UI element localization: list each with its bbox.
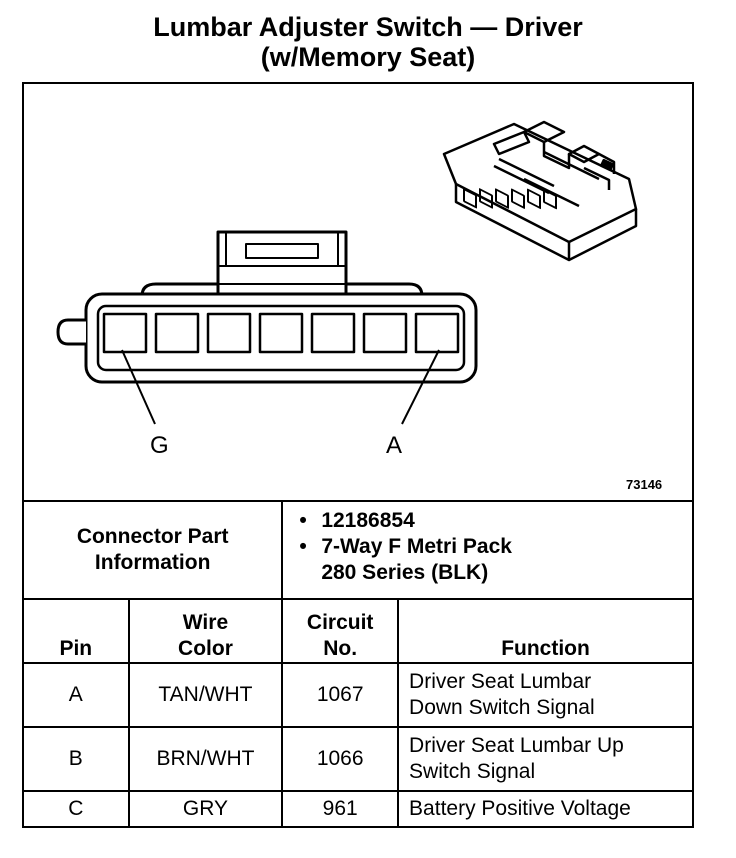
function-line2: Down Switch Signal [409,696,595,719]
connector-part-label-line1: Connector Part [76,525,229,548]
function-cell: Driver Seat Lumbar Up Switch Signal [397,726,694,792]
pin-a-label: A [386,432,403,459]
table-row: B BRN/WHT 1066 Driver Seat Lumbar Up Swi… [22,726,694,792]
header-circuit-line2: No. [323,637,358,660]
connector-table: Connector Part Information 12186854 7-Wa… [21,500,694,828]
wire-color-cell: GRY [127,790,284,828]
connector-part-label-line2: Information [94,551,211,574]
connector-type: 7-Way F Metri Pack 280 Series (BLK) [299,534,692,586]
header-function: Function [397,598,694,664]
header-circuit: Circuit No. [281,598,400,664]
header-pin: Pin [22,598,130,664]
figure-number: 73146 [626,477,663,492]
connector-info-row: Connector Part Information 12186854 7-Wa… [21,500,694,600]
function-line1: Driver Seat Lumbar [409,670,592,693]
pin-cell: A [22,662,130,728]
table-row: A TAN/WHT 1067 Driver Seat Lumbar Down S… [22,662,694,728]
diagram-frame [22,82,694,828]
connector-front-view [56,230,478,425]
pin-g-label: G [150,432,169,459]
connector-diagram [24,84,692,500]
function-line2: Switch Signal [409,760,536,783]
header-wire-line1: Wire [182,611,229,634]
function-line1: Driver Seat Lumbar Up [409,734,624,757]
function-cell: Battery Positive Voltage [397,790,694,828]
circuit-cell: 1066 [281,726,400,792]
part-number: 12186854 [299,508,692,534]
table-row: C GRY 961 Battery Positive Voltage [22,790,694,828]
wire-color-cell: TAN/WHT [127,662,284,728]
connector-3d-view [442,120,638,262]
diagram-title: Lumbar Adjuster Switch — Driver [153,12,583,42]
circuit-cell: 1067 [281,662,400,728]
header-wire-color: Wire Color [127,598,284,664]
diagram-subtitle: (w/Memory Seat) [260,42,476,72]
circuit-cell: 961 [281,790,400,828]
table-header-row: Pin Wire Color Circuit No. Function [22,598,694,664]
wire-color-cell: BRN/WHT [127,726,284,792]
header-wire-line2: Color [178,637,233,660]
pin-cell: B [22,726,130,792]
header-circuit-line1: Circuit [306,611,374,634]
connector-part-info-list: 12186854 7-Way F Metri Pack 280 Series (… [281,500,694,600]
function-cell: Driver Seat Lumbar Down Switch Signal [397,662,694,728]
connector-type-line1: 7-Way F Metri Pack [321,535,512,558]
pin-cell: C [22,790,130,828]
connector-part-info-label: Connector Part Information [21,500,284,600]
connector-type-line2: 280 Series (BLK) [321,561,489,584]
